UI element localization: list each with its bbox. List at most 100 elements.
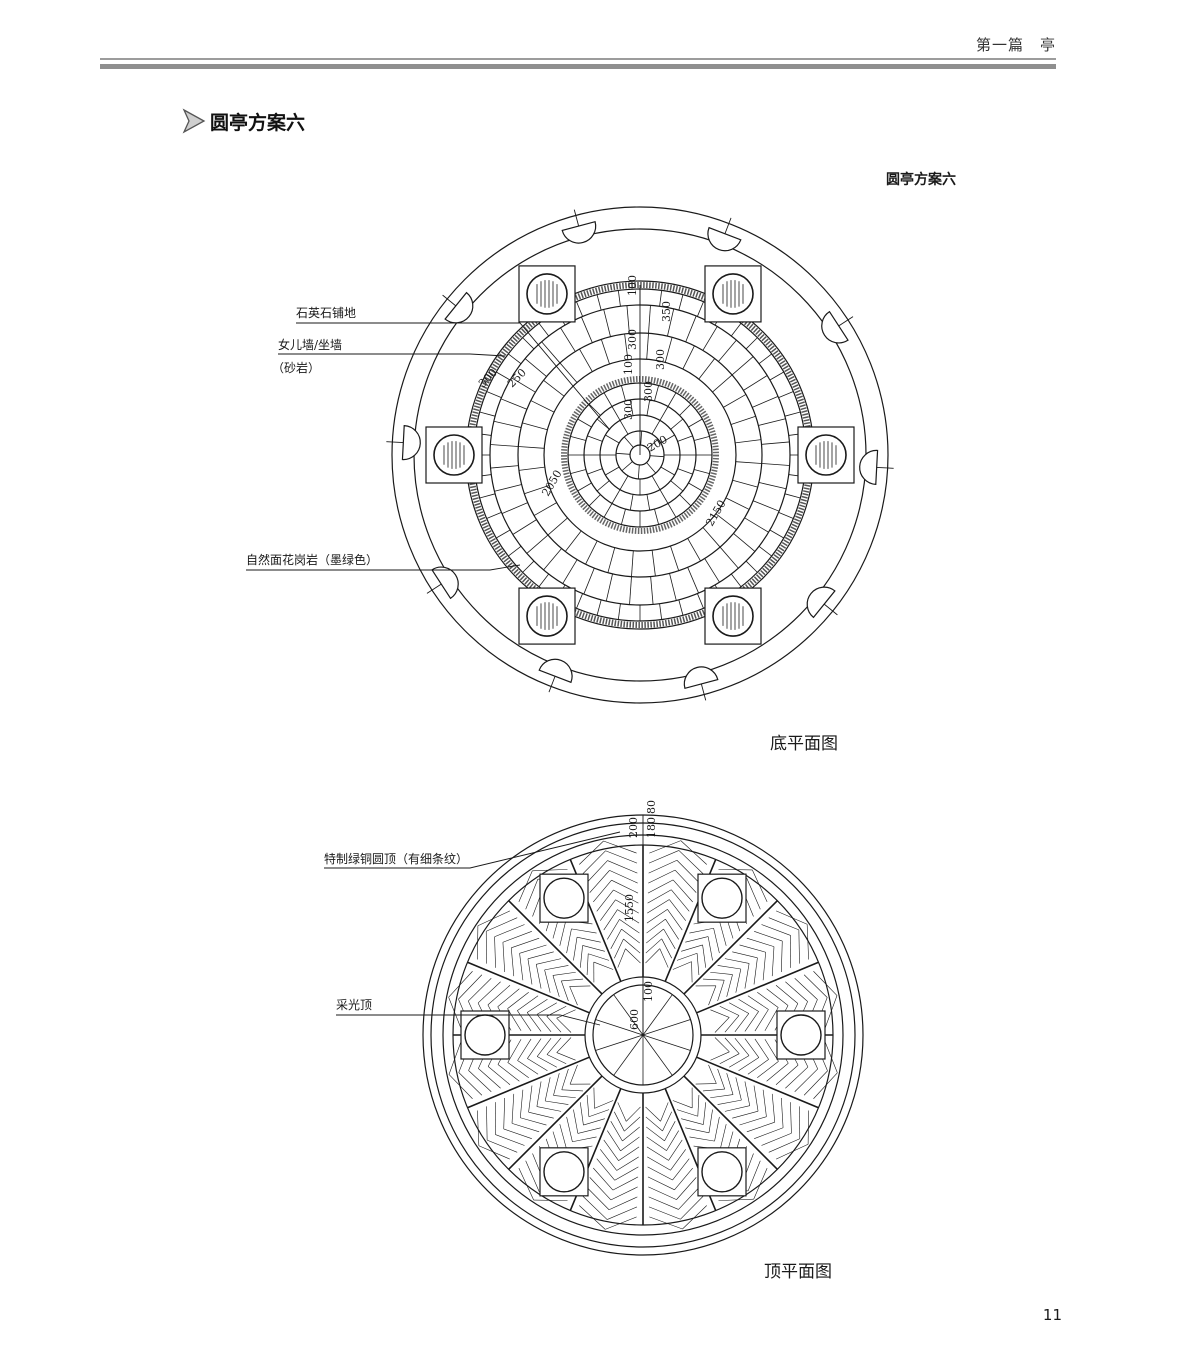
roof-hatch — [478, 1068, 501, 1089]
roof-hatch — [744, 1011, 759, 1032]
roof-hatch — [544, 1077, 551, 1102]
paving-joint — [583, 567, 595, 595]
roof-hatch — [614, 1111, 625, 1132]
roof-hatch — [603, 909, 618, 931]
roof-hatch — [600, 899, 616, 921]
header-rule-thin — [100, 58, 1056, 60]
roof-hatch — [612, 1176, 639, 1191]
roof-hatch — [757, 1061, 779, 1078]
paving-joint — [745, 337, 758, 350]
paving-joint — [688, 482, 703, 492]
roof-hatch — [680, 840, 707, 865]
paving-joint — [647, 438, 659, 449]
paving-joint — [784, 411, 801, 417]
paving-joint — [667, 308, 675, 337]
roof-hatch — [448, 971, 473, 998]
roof-hatch — [518, 1167, 534, 1201]
roof-hatch — [766, 988, 789, 1006]
roof-hatch — [775, 1064, 799, 1085]
roof-hatch — [719, 1053, 740, 1064]
roof-hatch — [511, 1093, 515, 1124]
roof-hatch — [586, 1094, 590, 1117]
paving-joint — [752, 396, 779, 408]
dimension-label: 200 — [627, 817, 640, 838]
paving-joint — [603, 309, 611, 337]
lamp-tick — [386, 441, 404, 444]
roof-hatch — [794, 978, 818, 1000]
roof-hatch — [577, 1127, 601, 1134]
roof-hatch — [648, 1186, 677, 1200]
paving-joint — [605, 466, 620, 476]
roof-hatch — [689, 927, 714, 934]
dimension-label: 100 — [642, 981, 655, 1002]
paving-joint — [588, 403, 601, 416]
paving-joint — [664, 337, 673, 363]
paving-joint — [596, 599, 602, 616]
roof-hatch — [507, 1039, 522, 1063]
paving-joint — [758, 545, 772, 557]
roof-hatch — [556, 1017, 572, 1033]
roof-hatch — [738, 1057, 759, 1071]
paving-joint — [702, 527, 721, 548]
roof-hatch — [717, 1099, 742, 1105]
paving-joint — [733, 533, 756, 552]
paving-joint — [646, 333, 649, 360]
roof-hatch — [672, 879, 693, 903]
paving-joint — [743, 375, 768, 391]
label-parapet-wall: 女儿墙/坐墙 — [278, 338, 343, 352]
paving-joint — [577, 482, 592, 492]
leader-granite — [246, 564, 521, 571]
roof-hatch — [607, 919, 620, 940]
paving-joint — [611, 489, 621, 504]
roof-hatch — [589, 1177, 612, 1201]
roof-hatch — [661, 938, 672, 959]
roof-hatch — [623, 938, 641, 954]
skylight-segment — [595, 1019, 644, 1036]
roof-hatch — [536, 1002, 557, 1015]
paving-joint — [693, 469, 710, 475]
roof-hatch — [771, 946, 775, 977]
dimension-label: 600 — [628, 1009, 641, 1030]
paving-joint — [678, 294, 684, 311]
roof-hatch — [766, 1063, 789, 1082]
roof-hatch — [527, 999, 548, 1013]
roof-hatch — [495, 1134, 525, 1146]
roof-hatch — [535, 964, 542, 989]
roof-hatch — [566, 928, 572, 954]
roof-hatch — [754, 1127, 784, 1139]
roof-hatch — [517, 1060, 539, 1075]
paving-joint — [496, 371, 511, 381]
roof-hatch — [664, 1121, 676, 1141]
paving-joint — [479, 411, 496, 417]
roof-plan-drawing — [324, 814, 864, 1256]
skylight-segment — [642, 994, 673, 1036]
roof-hatch — [714, 1017, 730, 1033]
paving-joint — [678, 599, 684, 616]
roof-hatch — [546, 1016, 562, 1033]
paving-joint — [596, 418, 610, 430]
roof-hatch — [486, 1106, 488, 1141]
roof-hatch — [525, 879, 539, 910]
paving-joint — [576, 301, 583, 317]
roof-hatch — [600, 1149, 617, 1171]
roof-hatch — [702, 978, 725, 981]
roof-hatch — [672, 961, 692, 970]
paving-joint — [629, 494, 634, 511]
roof-hatch — [726, 974, 733, 997]
lamp-tick — [823, 603, 838, 616]
roof-hatch — [703, 1102, 707, 1125]
lamp-fixture — [859, 449, 879, 486]
roof-hatch — [757, 992, 779, 1008]
lamp-tick — [442, 294, 457, 307]
roof-hatch — [497, 1064, 520, 1082]
roof-hatch — [594, 1100, 614, 1109]
roof-hatch — [593, 961, 614, 970]
paving-joint — [530, 400, 555, 413]
roof-hatch — [753, 1167, 768, 1200]
paving-joint — [605, 434, 620, 444]
paving-joint — [626, 305, 630, 334]
roof-hatch — [510, 947, 515, 977]
roof-hatch — [559, 920, 567, 946]
